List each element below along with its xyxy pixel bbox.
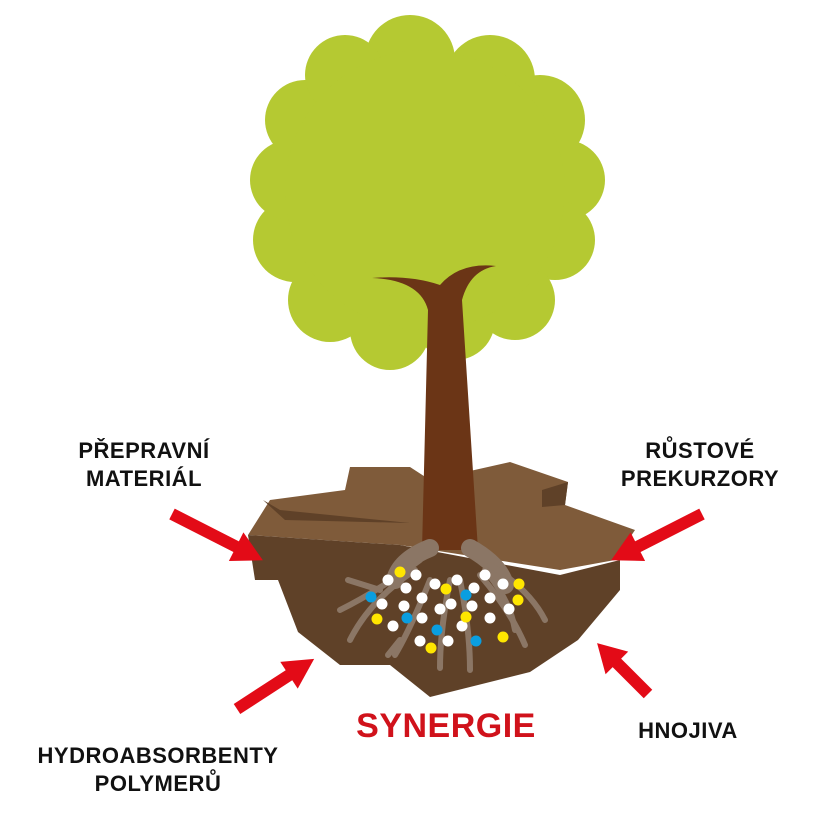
particle-white (484, 592, 496, 604)
particle-yellow (371, 613, 383, 625)
label-hydroabsorbent-polymers: HYDROABSORBENTY POLYMERŮ (18, 742, 298, 798)
label-line: PŘEPRAVNÍ (78, 438, 210, 463)
label-growth-precursors: RŮSTOVÉ PREKURZORY (600, 437, 800, 493)
label-line: HYDROABSORBENTY (37, 743, 279, 768)
particle-white (387, 620, 399, 632)
particle-white (456, 620, 468, 632)
particle-white (398, 600, 410, 612)
particle-white (479, 569, 491, 581)
particle-white (416, 592, 428, 604)
particle-white (414, 635, 426, 647)
soil-particles (365, 566, 525, 654)
particle-yellow (394, 566, 406, 578)
particle-white (468, 582, 480, 594)
label-line: MATERIÁL (85, 466, 203, 491)
particle-white (442, 635, 454, 647)
particle-white (497, 578, 509, 590)
particle-white (445, 598, 457, 610)
particle-white (382, 574, 394, 586)
particle-white (484, 612, 496, 624)
particle-white (400, 582, 412, 594)
particle-white (503, 603, 515, 615)
label-fertilizers: HNOJIVA (638, 718, 738, 743)
particle-blue (460, 589, 472, 601)
tree-trunk (372, 265, 496, 550)
particle-yellow (440, 583, 452, 595)
particle-white (451, 574, 463, 586)
arrow-transport-material (169, 508, 263, 561)
particle-blue (431, 624, 443, 636)
particle-yellow (513, 578, 525, 590)
label-transport-material: PŘEPRAVNÍ MATERIÁL (44, 437, 244, 493)
arrow-growth-precursors (611, 508, 705, 561)
particle-white (429, 578, 441, 590)
tree-canopy (250, 15, 605, 370)
label-line: POLYMERŮ (94, 771, 222, 796)
particle-white (416, 612, 428, 624)
particle-white (410, 569, 422, 581)
label-line: PREKURZORY (620, 466, 780, 491)
arrow-fertilizers (597, 643, 653, 699)
particle-white (434, 603, 446, 615)
particle-white (376, 598, 388, 610)
particle-yellow (512, 594, 524, 606)
label-synergy: SYNERGIE (356, 707, 536, 745)
particle-yellow (425, 642, 437, 654)
particle-blue (470, 635, 482, 647)
arrows (169, 508, 705, 715)
arrow-hydroabsorbent-polymers (233, 658, 315, 715)
particle-blue (401, 612, 413, 624)
particle-yellow (497, 631, 509, 643)
particle-yellow (460, 611, 472, 623)
particle-blue (365, 591, 377, 603)
particle-white (466, 600, 478, 612)
label-line: RŮSTOVÉ (645, 438, 755, 463)
